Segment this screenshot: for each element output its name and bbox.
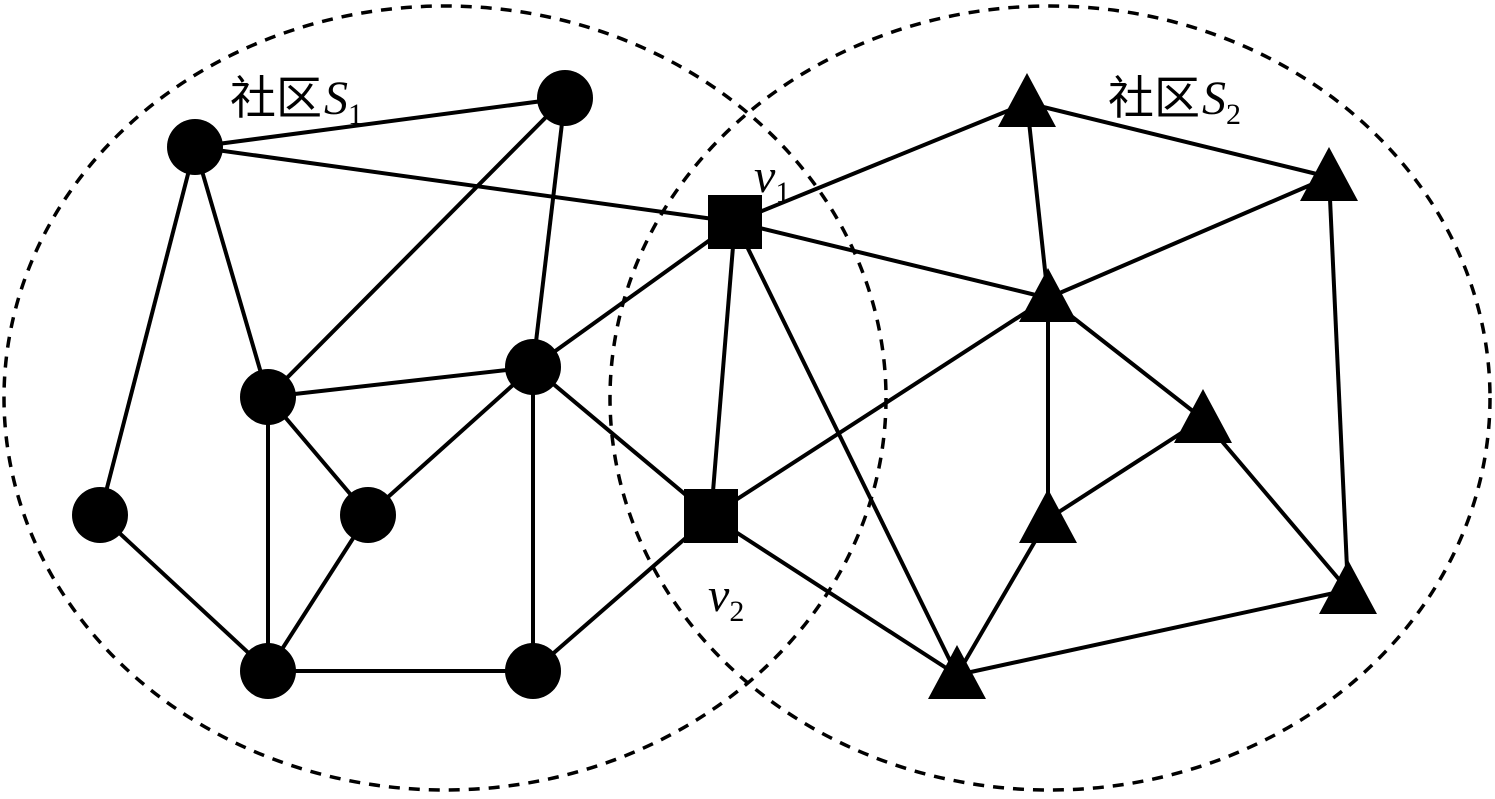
edge-c2-c3 [266, 96, 567, 399]
edge-t6-t7 [956, 588, 1349, 677]
edge-t5-t6 [1201, 417, 1350, 592]
node-c4-circle [505, 339, 561, 395]
edge-c6-c7 [266, 513, 370, 673]
edge-t7-t4 [955, 517, 1050, 677]
edge-t2-t3 [1047, 175, 1330, 300]
node-group [72, 70, 1377, 699]
edge-c3-c4 [267, 365, 534, 399]
edge-c2-c4 [531, 97, 567, 368]
edge-c9-v2 [531, 514, 713, 673]
node-c5-circle [72, 487, 128, 543]
edge-c4-v2 [531, 365, 713, 518]
node-c3-circle [240, 369, 296, 425]
edge-c4-v1 [531, 220, 737, 369]
node-t6-triangle [1319, 560, 1377, 614]
node-t5-triangle [1174, 389, 1232, 443]
edge-t1-t2 [1026, 101, 1330, 179]
edge-v1-t3 [734, 220, 1049, 300]
node-v2-square [684, 489, 738, 543]
edge-c1-v1 [194, 145, 736, 224]
node-v1-label: v1 [754, 150, 790, 209]
node-c1-circle [167, 119, 223, 175]
edge-v2-t3 [709, 296, 1050, 518]
node-t1-triangle [998, 73, 1056, 127]
edge-c1-c2 [194, 96, 566, 149]
edge-c4-c6 [366, 365, 535, 517]
node-t7-triangle [928, 645, 986, 699]
node-t4-triangle [1019, 489, 1077, 543]
community-s1-label: 社区S1 [230, 72, 363, 131]
edge-c1-c3 [193, 146, 270, 398]
node-c7-circle [240, 643, 296, 699]
edge-v1-t1 [734, 101, 1028, 224]
node-c8-circle [505, 643, 561, 699]
edge-t1-t3 [1025, 102, 1050, 299]
node-v2-label: v2 [708, 569, 744, 628]
node-c6-circle [340, 487, 396, 543]
edge-t4-t5 [1046, 417, 1205, 521]
edge-c1-c5 [98, 146, 197, 516]
community-s2-boundary [608, 4, 1492, 792]
edge-v2-t7 [709, 514, 959, 677]
community-s2-label: 社区S2 [1108, 72, 1241, 131]
node-v1-square [708, 195, 762, 249]
edge-c5-c7 [98, 513, 270, 673]
edge-v1-t7 [733, 221, 959, 676]
node-c2-circle [537, 70, 593, 126]
edge-group [98, 96, 1350, 677]
edge-v1-v2 [709, 221, 737, 517]
node-t3-triangle [1019, 268, 1077, 322]
edge-t2-t6 [1327, 176, 1350, 591]
node-t2-triangle [1300, 147, 1358, 201]
community-s1-boundary [2, 4, 888, 792]
